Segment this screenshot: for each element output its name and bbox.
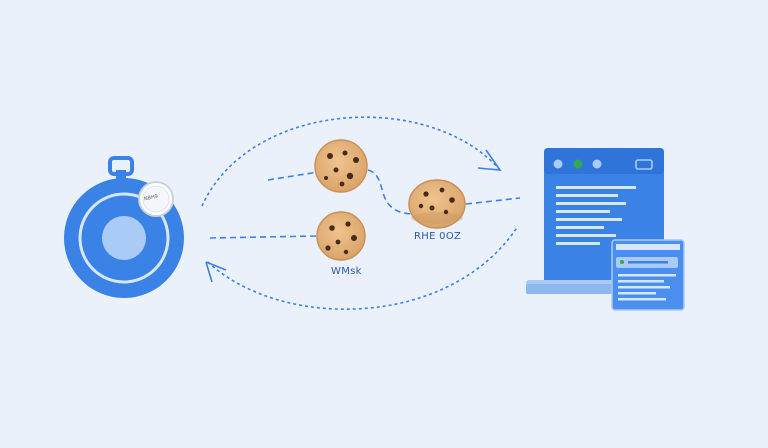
- timer-badge: [138, 181, 174, 217]
- cookie-icon: [408, 179, 466, 229]
- cookie-label-right: RHE 0OZ: [414, 231, 462, 242]
- stopwatch-icon: [64, 156, 184, 298]
- cookie-icon: [316, 211, 366, 261]
- dotted-arrow-back: [205, 225, 519, 311]
- popup-panel: [611, 239, 685, 311]
- dotted-arrow-top: [201, 116, 502, 207]
- cookie-label-bottom: WMsk: [331, 266, 362, 277]
- cookie-icon: [314, 139, 368, 193]
- dashed-connector-top: [267, 169, 521, 215]
- dashed-connector-bottom: [209, 235, 317, 239]
